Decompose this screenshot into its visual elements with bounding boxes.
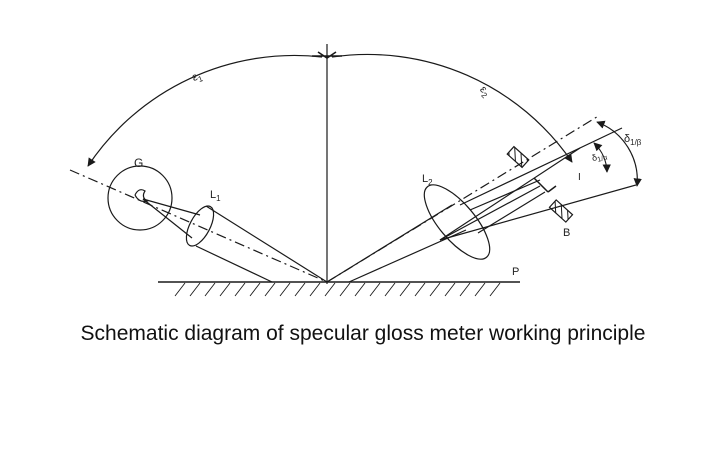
diagram-caption: Schematic diagram of specular gloss mete… xyxy=(80,322,646,345)
angle-arc-left xyxy=(87,54,323,167)
angle1-label: ε1 xyxy=(191,69,205,86)
source-lamp xyxy=(107,165,173,231)
delta-beta-label: δ1/β xyxy=(624,133,642,147)
aperture-label: B xyxy=(563,227,570,239)
delta-alpha-arc xyxy=(593,142,611,173)
delta-beta-arc xyxy=(596,120,642,187)
baffle-top xyxy=(506,145,530,169)
baffle-bottom xyxy=(548,199,574,223)
angle-arc-right xyxy=(331,53,573,163)
reflected-axis xyxy=(326,114,601,283)
source-label: G xyxy=(134,156,143,170)
lens2-label: L2 xyxy=(422,173,433,187)
surface-label: P xyxy=(512,266,519,278)
incident-axis xyxy=(69,169,328,283)
surface-hatching xyxy=(174,282,501,297)
receptor-label: I xyxy=(578,172,581,183)
receptor-aperture xyxy=(533,177,557,193)
collimating-lens-l1 xyxy=(185,205,215,247)
lamp-filament xyxy=(134,189,149,202)
delta-alpha-label: δ1/α xyxy=(591,150,609,165)
receptor-lens-l2 xyxy=(423,184,491,260)
lens1-label: L1 xyxy=(210,189,221,203)
